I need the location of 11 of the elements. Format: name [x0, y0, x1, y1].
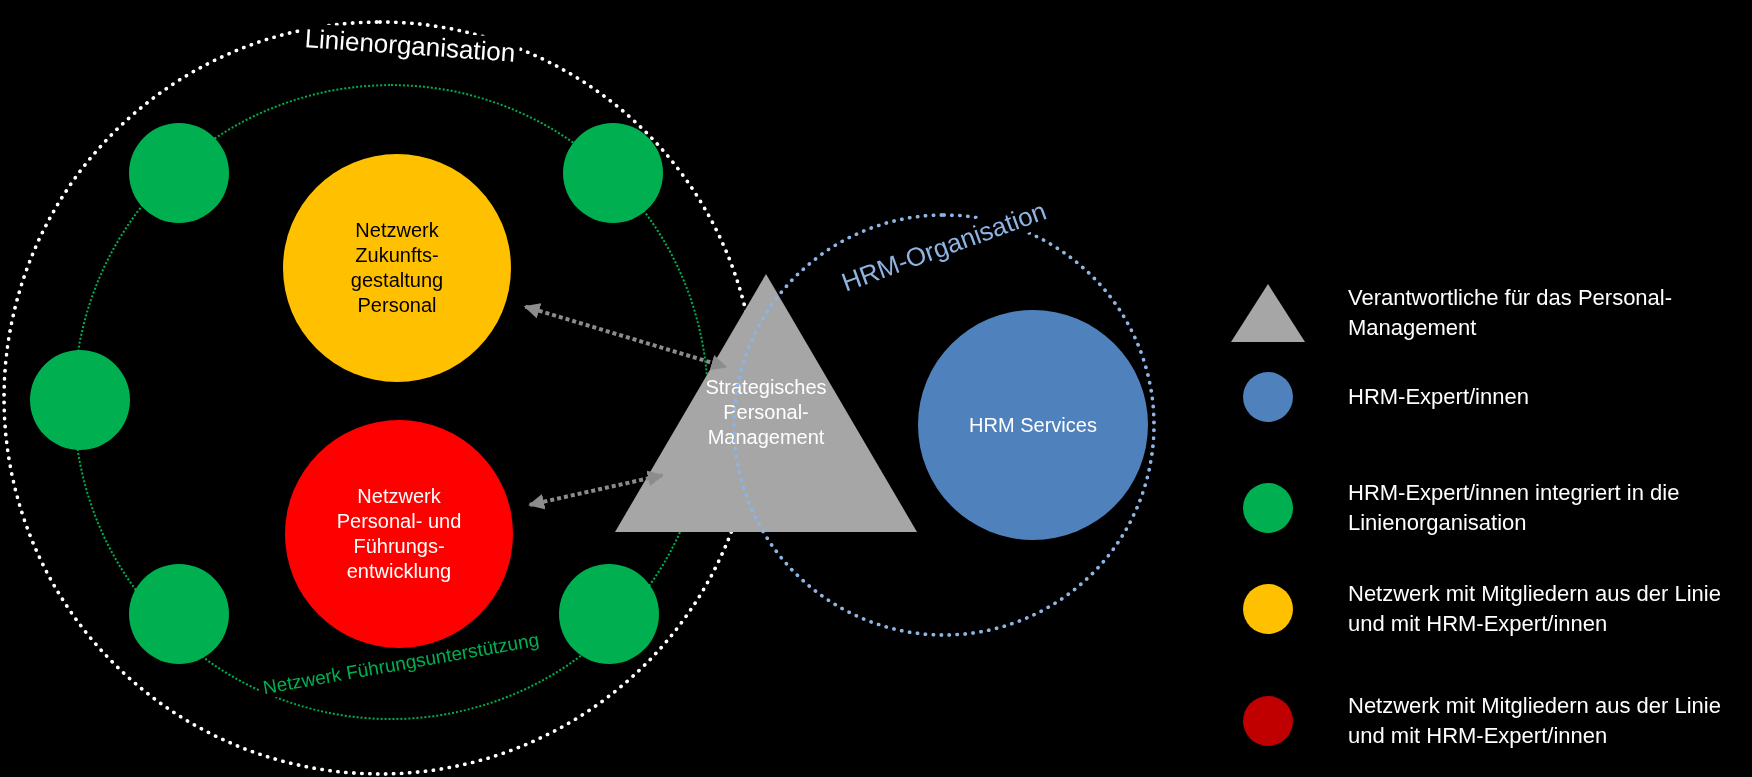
legend-label: Netzwerk mit Mitgliedern aus der Linie und mit HRM-Expert/innen	[1348, 692, 1722, 750]
legend-label: Verantwortliche für das Personal-Management	[1348, 284, 1674, 342]
legend-label: HRM-Expert/innen integriert in die Linienorganisation	[1348, 479, 1681, 537]
node-label: Netzwerk Zukunfts-gestaltung Personal	[349, 218, 445, 318]
node-label: HRM Services	[968, 412, 1098, 438]
double-arrow	[523, 303, 728, 371]
node-label: Netzwerk Personal- und Führungs-entwicklung	[335, 484, 463, 584]
node-label: Strategisches Personal-Management	[704, 375, 828, 450]
double-arrow	[528, 470, 664, 510]
legend-label: Netzwerk mit Mitgliedern aus der Linie und mit HRM-Expert/innen	[1348, 580, 1722, 638]
legend-label: HRM-Expert/innen	[1348, 383, 1530, 411]
